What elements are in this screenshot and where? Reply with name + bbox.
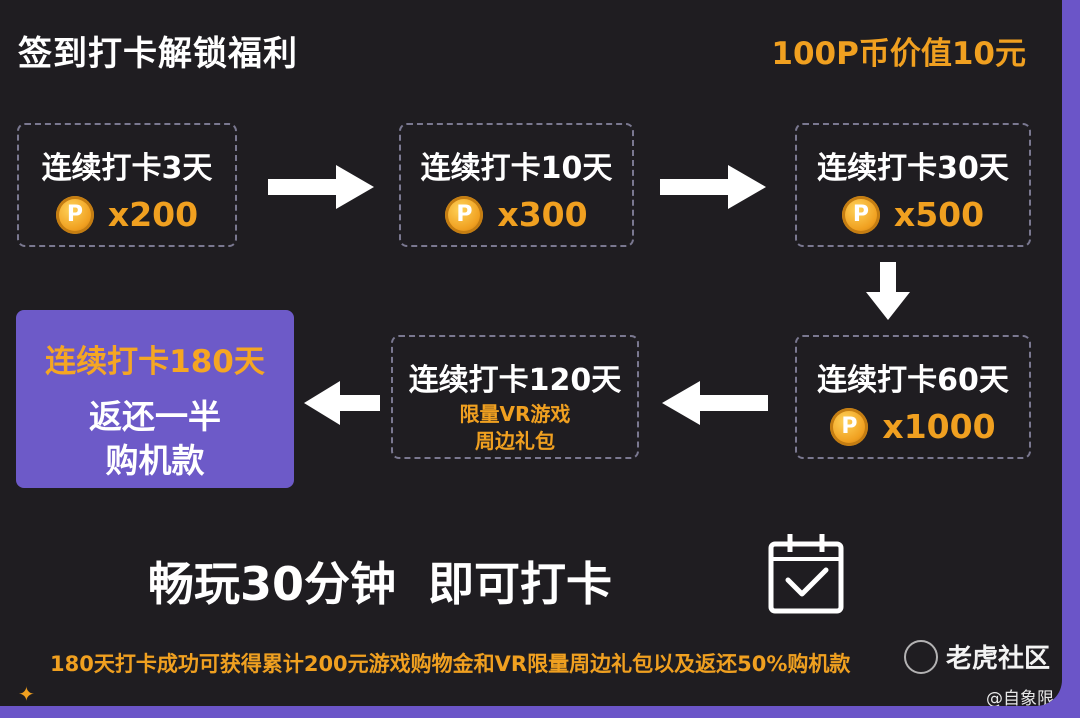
p-coin-icon: P: [445, 195, 484, 234]
final-line-2: 购机款: [105, 441, 205, 480]
p-coin-icon: P: [55, 195, 94, 234]
reward-amount: x500: [893, 195, 985, 234]
arrow-down-icon: [866, 262, 910, 320]
headline: 畅玩30分钟 即可打卡: [147, 557, 613, 611]
milestone-reward: P x300: [401, 195, 632, 234]
tiger-logo-icon: [904, 640, 938, 674]
gift-line-2: 周边礼包: [475, 429, 555, 453]
milestone-reward: P x500: [797, 195, 1029, 234]
reward-amount: x300: [497, 195, 588, 234]
p-coin-icon: P: [830, 407, 869, 446]
final-title: 连续打卡180天: [45, 344, 265, 380]
milestone-label: 连续打卡3天: [41, 151, 213, 186]
milestone-label: 连续打卡10天: [420, 151, 613, 186]
milestone-reward: P x200: [19, 195, 235, 234]
milestone-label: 连续打卡120天: [408, 363, 622, 398]
milestone-120-days: 连续打卡120天 限量VR游戏 周边礼包: [391, 335, 639, 459]
milestone-reward: P x1000: [797, 407, 1029, 446]
final-line-1: 返还一半: [89, 397, 221, 436]
calendar-check-icon: [768, 534, 844, 614]
page-title: 签到打卡解锁福利: [18, 34, 298, 74]
arrow-right-icon: [660, 165, 766, 209]
milestone-30-days: 连续打卡30天 P x500: [795, 123, 1031, 247]
reward-amount: x200: [107, 195, 199, 234]
reward-amount: x1000: [882, 407, 996, 446]
footer-note: 180天打卡成功可获得累计200元游戏购物金和VR限量周边礼包以及返还50%购机…: [50, 652, 851, 676]
milestone-3-days: 连续打卡3天 P x200: [17, 123, 237, 247]
milestone-label: 连续打卡60天: [817, 363, 1009, 398]
milestone-label: 连续打卡30天: [817, 151, 1009, 186]
milestone-10-days: 连续打卡10天 P x300: [399, 123, 634, 247]
watermark-user: @自象限: [986, 689, 1054, 706]
milestone-180-days: 连续打卡180天 返还一半 购机款: [16, 310, 294, 488]
watermark-brand: 老虎社区: [946, 644, 1051, 674]
arrow-right-icon: [268, 165, 374, 209]
arrow-left-icon: [304, 381, 380, 425]
gift-line-1: 限量VR游戏: [459, 402, 571, 426]
milestone-60-days: 连续打卡60天 P x1000: [795, 335, 1031, 459]
sparkle-icon: ✦: [18, 682, 35, 706]
checkin-panel: 签到打卡解锁福利 100P币价值10元 连续打卡3天 P x200 连续打卡10…: [0, 0, 1062, 706]
arrow-left-icon: [662, 381, 768, 425]
exchange-rate-note: 100P币价值10元: [771, 36, 1026, 72]
p-coin-icon: P: [841, 195, 880, 234]
